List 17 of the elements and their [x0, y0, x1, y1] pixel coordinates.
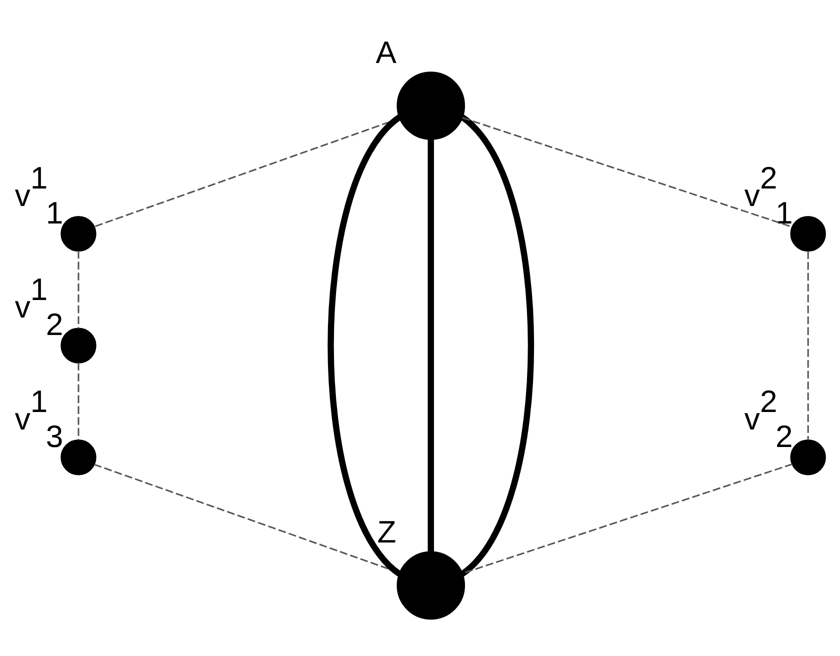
node-circle [60, 215, 96, 252]
connector [460, 114, 534, 576]
node-circle [790, 215, 826, 252]
node-circle [396, 71, 466, 140]
node-circle [790, 439, 826, 475]
connector [78, 250, 80, 328]
connector [78, 362, 80, 440]
connector [328, 114, 402, 576]
node-circle [60, 327, 96, 363]
connector [462, 462, 793, 574]
connector [807, 250, 809, 440]
node-label: Z [377, 514, 396, 550]
node-circle [396, 550, 466, 620]
node-label: A [376, 34, 396, 70]
node-circle [60, 439, 96, 475]
connector [428, 138, 434, 552]
connector [462, 116, 792, 228]
